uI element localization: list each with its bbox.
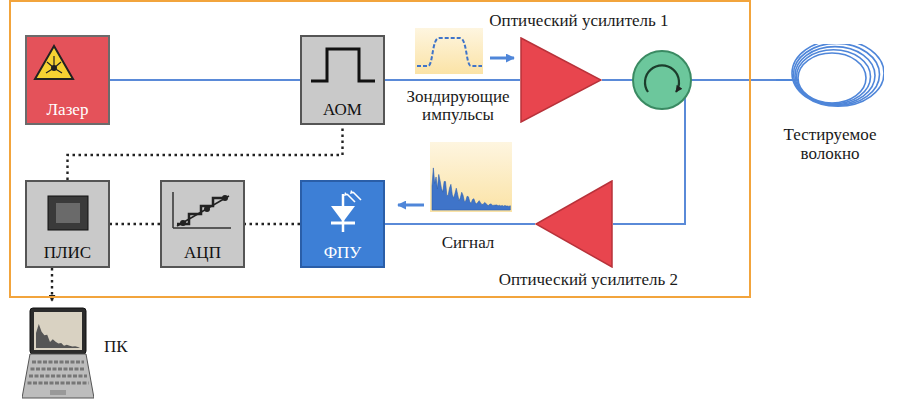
chip-symbol — [32, 188, 104, 234]
node-caption: Тестируемое волокно — [765, 126, 895, 163]
optical-fiber-line — [385, 79, 520, 81]
laptop-symbol — [22, 302, 94, 412]
circulator — [633, 51, 691, 109]
pc-laptop: ПК — [22, 302, 94, 412]
amplifier-symbol — [520, 37, 602, 123]
box-label: АОМ — [323, 101, 362, 123]
backscatter-signal-panel — [398, 142, 512, 212]
optical-fiber-line — [613, 80, 776, 224]
signal-label: Сигнал — [428, 234, 508, 252]
amplifier-triangle: Оптический усилитель 1 — [520, 37, 602, 123]
modulator-box: АОМ — [300, 35, 385, 125]
box-label: ФПУ — [324, 244, 362, 266]
amplifier-symbol — [535, 180, 613, 268]
node-caption: Оптический усилитель 1 — [489, 12, 668, 31]
pulse-symbol — [307, 43, 379, 89]
node-caption: ПК — [104, 338, 128, 357]
data-link — [68, 125, 343, 180]
data-link — [110, 223, 160, 225]
fiber-coil-symbol — [776, 44, 884, 116]
box-label: АЦП — [184, 244, 221, 266]
device-frame — [10, 1, 750, 297]
box-label: Лазер — [47, 101, 89, 123]
laser-symbol — [32, 43, 104, 89]
diode-symbol — [307, 188, 379, 234]
adc-symbol — [167, 188, 239, 234]
laser-box: Лазер — [25, 35, 110, 125]
node-caption: Оптический усилитель 2 — [499, 271, 678, 290]
box-label: ПЛИС — [44, 244, 91, 266]
data-link — [245, 223, 300, 225]
fiber-coil: Тестируемое волокно — [776, 44, 884, 116]
optical-fiber-line — [110, 79, 300, 81]
adc-box: АЦП — [160, 180, 245, 268]
amplifier-triangle: Оптический усилитель 2 — [535, 180, 613, 268]
fpga-box: ПЛИС — [25, 180, 110, 268]
optical-fiber-line — [385, 223, 535, 225]
photodetector-box: ФПУ — [300, 180, 385, 268]
pulse-label: Зондирующие импульсы — [388, 88, 528, 124]
probe-pulse-panel — [415, 28, 514, 74]
